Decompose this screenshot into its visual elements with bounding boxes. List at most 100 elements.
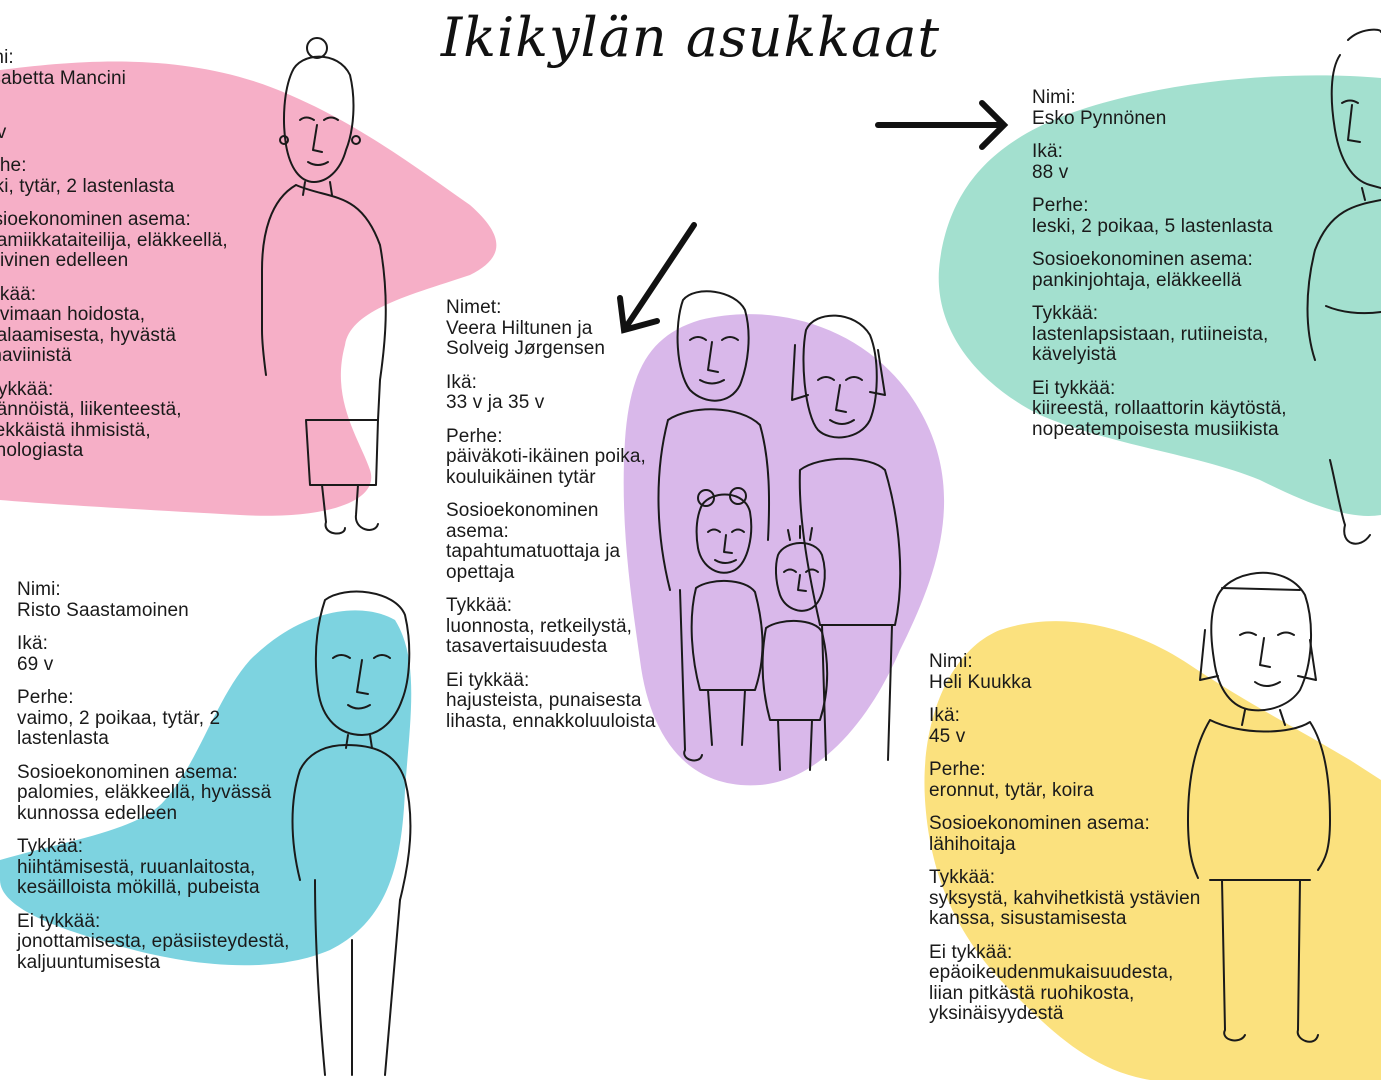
figure-esko: [1306, 28, 1381, 545]
figure-risto: [291, 590, 412, 1076]
family-field: Perhe: leski, 2 poikaa, 5 lastenlasta: [1032, 195, 1287, 237]
age-label: Ikä:: [17, 633, 49, 654]
name-field: Nimi: Risto Saastamoinen: [17, 579, 290, 621]
figure-family: [657, 290, 902, 771]
likes-value: kasvimaan hoidosta, maalaamisesta, hyväs…: [0, 304, 177, 366]
likes-value: hiihtämisestä, ruuanlaitosta, kesäillois…: [17, 856, 260, 898]
age-value: 33 v ja 35 v: [446, 392, 545, 413]
dislikes-field: Ei tykkää: hajusteista, punaisesta lihas…: [446, 669, 656, 733]
pink-blob: [0, 61, 497, 516]
likes-field: Tykkää: luonnosta, retkeilystä, tasavert…: [446, 595, 656, 658]
dislikes-label: Ei tykkää:: [17, 910, 101, 932]
name-value: Esko Pynnönen: [1032, 107, 1167, 129]
likes-field: Tykkää: hiihtämisestä, ruuanlaitosta, ke…: [17, 836, 290, 899]
figure-elisabetta: [261, 37, 387, 535]
dislikes-field: Ei tykkää: jonottamisesta, epäsiisteydes…: [17, 910, 290, 974]
status-label: Sosioekonominen asema:: [1032, 249, 1253, 270]
family-field: Perhe: eronnut, tytär, koira: [929, 759, 1200, 801]
name-field: Nimi: Heli Kuukka: [929, 651, 1200, 693]
age-field: Ikä: 88 v: [1032, 141, 1287, 183]
name-label: Nimi:: [0, 47, 14, 68]
dislikes-label: Ei tykkää:: [446, 669, 530, 691]
status-value: lähihoitaja: [929, 833, 1016, 855]
family-label: Perhe:: [929, 759, 986, 780]
persona-card-esko: Nimi: Esko Pynnönen Ikä: 88 v Perhe: les…: [1032, 87, 1287, 453]
dislikes-field: Ei tykkää: ämännöistä, liikenteestä, kii…: [0, 378, 228, 462]
age-label: Ikä:: [1032, 141, 1064, 162]
name-value: Veera Hiltunen ja Solveig Jørgensen: [446, 317, 606, 359]
figure-heli: [1187, 571, 1331, 1043]
status-value: keramiikkataiteilija, eläkkeellä, aktiiv…: [0, 229, 228, 271]
age-label: Ikä:: [929, 705, 961, 726]
age-field: Ikä: 79 v: [0, 101, 228, 143]
family-label: Perhe:: [1032, 195, 1089, 216]
persona-card-family: Nimet: Veera Hiltunen ja Solveig Jørgens…: [446, 297, 656, 745]
family-field: Perhe: leski, tytär, 2 lastenlasta: [0, 155, 228, 197]
status-value: palomies, eläkkeellä, hyvässä kunnossa e…: [17, 782, 272, 824]
status-field: Sosioekonominen asema: pankinjohtaja, el…: [1032, 249, 1287, 291]
family-field: Perhe: päiväkoti-ikäinen poika, kouluikä…: [446, 426, 656, 489]
dislikes-value: hajusteista, punaisesta lihasta, ennakko…: [446, 690, 656, 732]
age-value: 45 v: [929, 725, 966, 747]
name-label: Nimi:: [17, 579, 61, 600]
persona-card-heli: Nimi: Heli Kuukka Ikä: 45 v Perhe: eronn…: [929, 651, 1201, 1038]
status-field: Sosioekonominen asema: tapahtumatuottaja…: [446, 500, 656, 583]
name-field: Nimet: Veera Hiltunen ja Solveig Jørgens…: [446, 297, 656, 360]
name-value: Elisabetta Mancini: [0, 67, 126, 89]
dislikes-value: epäoikeudenmukaisuudesta, liian pitkästä…: [929, 962, 1174, 1024]
likes-value: syksystä, kahvihetkistä ystävien kanssa,…: [929, 887, 1201, 929]
age-value: 88 v: [1032, 161, 1069, 183]
name-label: Nimet:: [446, 297, 502, 318]
name-label: Nimi:: [1032, 87, 1076, 108]
name-field: Nimi: Elisabetta Mancini: [0, 47, 228, 89]
family-label: Perhe:: [17, 687, 74, 708]
green-blob: [938, 75, 1381, 516]
page-title: Ikikylän asukkaat: [440, 6, 941, 69]
name-value: Risto Saastamoinen: [17, 599, 189, 621]
age-value: 69 v: [17, 653, 54, 675]
likes-label: Tykkää:: [929, 867, 996, 888]
dislikes-field: Ei tykkää: kiireestä, rollaattorin käytö…: [1032, 377, 1287, 441]
age-field: Ikä: 45 v: [929, 705, 1200, 747]
family-value: leski, 2 poikaa, 5 lastenlasta: [1032, 215, 1273, 237]
family-field: Perhe: vaimo, 2 poikaa, tytär, 2 lastenl…: [17, 687, 290, 750]
dislikes-value: jonottamisesta, epäsiisteydestä, kaljuun…: [17, 931, 290, 973]
likes-label: Tykkää:: [446, 595, 513, 616]
family-value: vaimo, 2 poikaa, tytär, 2 lastenlasta: [17, 707, 221, 749]
likes-field: Tykkää: lastenlapsistaan, rutiineista, k…: [1032, 303, 1287, 366]
status-label: Sosioekonominen asema:: [0, 209, 191, 230]
name-value: Heli Kuukka: [929, 671, 1032, 693]
dislikes-label: Ei tykkää:: [0, 378, 54, 400]
age-field: Ikä: 33 v ja 35 v: [446, 371, 656, 414]
arrow-down-left-icon: [617, 222, 697, 334]
likes-label: Tykkää:: [1032, 303, 1099, 324]
name-label: Nimi:: [929, 651, 973, 672]
status-label: Sosioekonominen asema:: [929, 813, 1150, 834]
dislikes-field: Ei tykkää: epäoikeudenmukaisuudesta, lii…: [929, 941, 1200, 1025]
status-value: tapahtumatuottaja ja opettaja: [446, 541, 621, 583]
status-field: Sosioekonominen asema: lähihoitaja: [929, 813, 1200, 855]
status-field: Sosioekonominen asema: keramiikkataiteil…: [0, 209, 228, 272]
dislikes-label: Ei tykkää:: [1032, 377, 1116, 399]
family-value: eronnut, tytär, koira: [929, 779, 1094, 801]
age-field: Ikä: 69 v: [17, 633, 290, 675]
persona-card-risto: Nimi: Risto Saastamoinen Ikä: 69 v Perhe…: [17, 579, 290, 986]
age-label: Ikä:: [446, 371, 478, 393]
age-value: 79 v: [0, 121, 7, 143]
purple-blob: [623, 314, 945, 786]
dislikes-value: ämännöistä, liikenteestä, kiirekkäistä i…: [0, 399, 182, 461]
name-field: Nimi: Esko Pynnönen: [1032, 87, 1287, 129]
likes-label: Tykkää:: [17, 836, 84, 857]
family-label: Perhe:: [0, 155, 27, 176]
blue-blob: [0, 610, 412, 966]
dislikes-label: Ei tykkää:: [929, 941, 1013, 963]
persona-card-elisabetta: Nimi: Elisabetta Mancini Ikä: 79 v Perhe…: [0, 47, 228, 475]
family-value: leski, tytär, 2 lastenlasta: [0, 175, 175, 197]
likes-value: luonnosta, retkeilystä, tasavertaisuudes…: [446, 615, 633, 657]
dislikes-value: kiireestä, rollaattorin käytöstä, nopeat…: [1032, 398, 1287, 440]
likes-value: lastenlapsistaan, rutiineista, kävelyist…: [1032, 323, 1269, 365]
status-value: pankinjohtaja, eläkkeellä: [1032, 269, 1242, 291]
family-value: päiväkoti-ikäinen poika, kouluikäinen ty…: [446, 446, 646, 488]
age-label: Ikä:: [0, 101, 228, 123]
